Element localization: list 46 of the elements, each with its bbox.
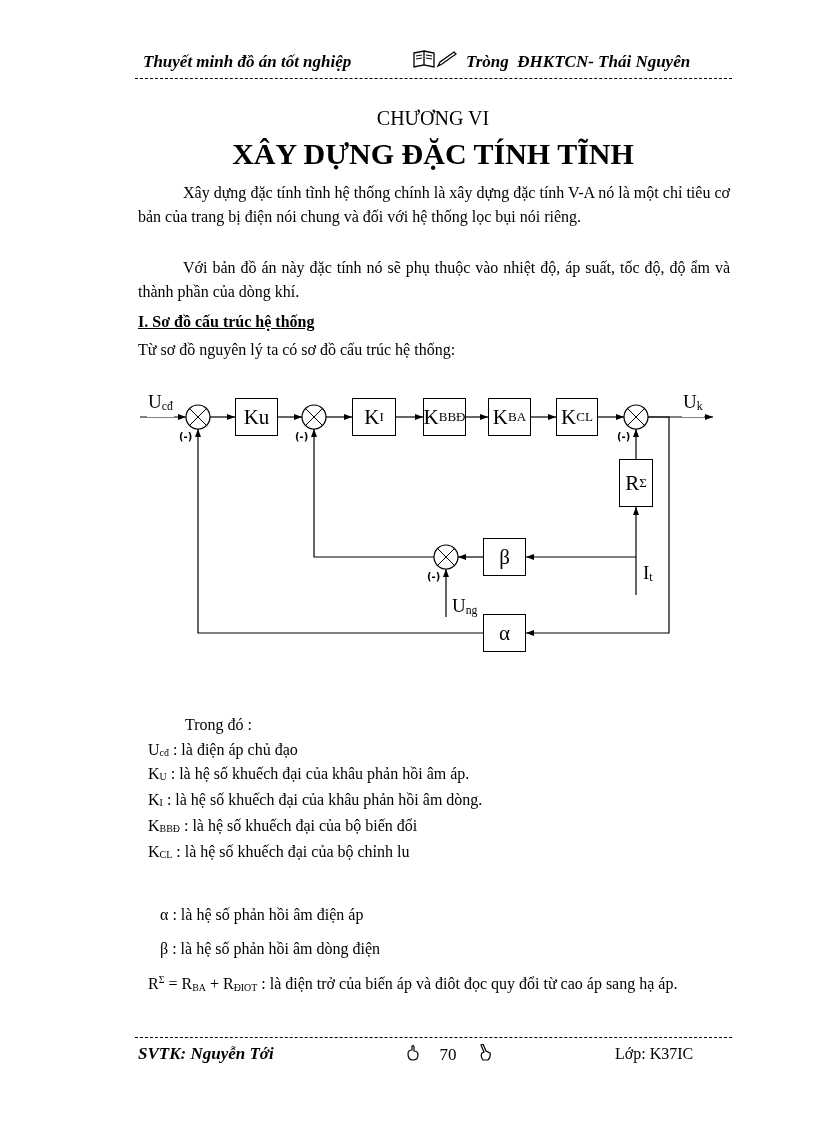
footer-text: 70 [438,1044,458,1066]
header-text: Tròng ĐHKTCN- Thái Nguyên [466,51,692,73]
paragraph: Từ sơ đồ nguyên lý ta có sơ đồ cấu trúc hệ thống: [138,340,457,361]
arrow [633,428,639,460]
paragraph: Xây dựng đặc tính tĩnh hệ thống chính là xây dựng đặc tính V-A nó là một chỉ tiêu cơ bản của trang bị điện nói chung và đối với hệ thống lọc bụi nói riêng. [138,183,730,228]
definition-text: K$_{BBĐ}$ : là hệ số khuếch đại của bộ biến đổi [148,816,419,837]
header-text: Thuyết minh đồ án tốt nghiệp [143,51,353,73]
paragraph: Với bản đồ án này đặc tính nó sẽ phụ thuộc vào nhiệt độ, áp suất, tốc độ, độ ẩm và thành phần của dòng khí. [138,258,730,303]
transfer-block: β [483,538,526,576]
arrow [443,568,449,618]
signal-label: U$_{cđ}$ [147,392,174,417]
sign-label: (-) [179,431,193,443]
chapter-title: XÂY DỰNG ĐẶC TÍNH TĨNH [231,136,635,172]
footer-text: SVTK: Nguyễn Tới [138,1043,274,1065]
definition-text: K$_{I}$ : là hệ số khuếch đại của khâu phản hồi âm dòng. [148,790,484,811]
chapter-number: CHƯƠNG VI [375,106,491,130]
arrow [277,414,303,420]
summing-junction [433,544,459,570]
arrow [633,506,639,596]
arrow [525,416,670,636]
arrow [195,428,484,634]
definition-text: R$^{Σ}$ = R$_{BA}$ + R$_{ĐIOT}$ : là điện trở của biến áp và điôt đọc quy đổi từ cao áp sang hạ áp. [147,973,679,995]
footer-text: Lớp: K37IC [615,1044,695,1065]
summing-junction [185,404,211,430]
definition-text: K$_{CL}$ : là hệ số khuếch đại của bộ chỉnh lu [148,842,411,863]
summing-junction [623,404,649,430]
paragraph: Trong đó : [185,715,253,736]
arrow [465,414,489,420]
transfer-block: Ku [235,398,278,436]
definition-text: β : là hệ số phản hồi âm dòng điện [160,939,382,960]
signal-label: U$_{k}$ [682,392,704,417]
definition-text: α : là hệ số phản hồi âm điện áp [160,905,365,926]
summing-junction [301,404,327,430]
arrow [597,414,625,420]
section-heading: I. Sơ đồ cấu trúc hệ thống [138,312,316,333]
definition-text: U$_{cđ}$ : là điện áp chủ đạo [148,740,299,761]
transfer-block: α [483,614,526,652]
arrow [395,414,424,420]
arrow [525,554,637,560]
arrow [530,414,557,420]
arrow [139,414,187,420]
sign-label: (-) [617,431,631,443]
definition-text: K$_{U}$ : là hệ số khuếch đại của khâu phản hồi âm áp. [148,764,471,785]
sign-label: (-) [427,571,441,583]
arrow [311,428,435,558]
sign-label: (-) [295,431,309,443]
